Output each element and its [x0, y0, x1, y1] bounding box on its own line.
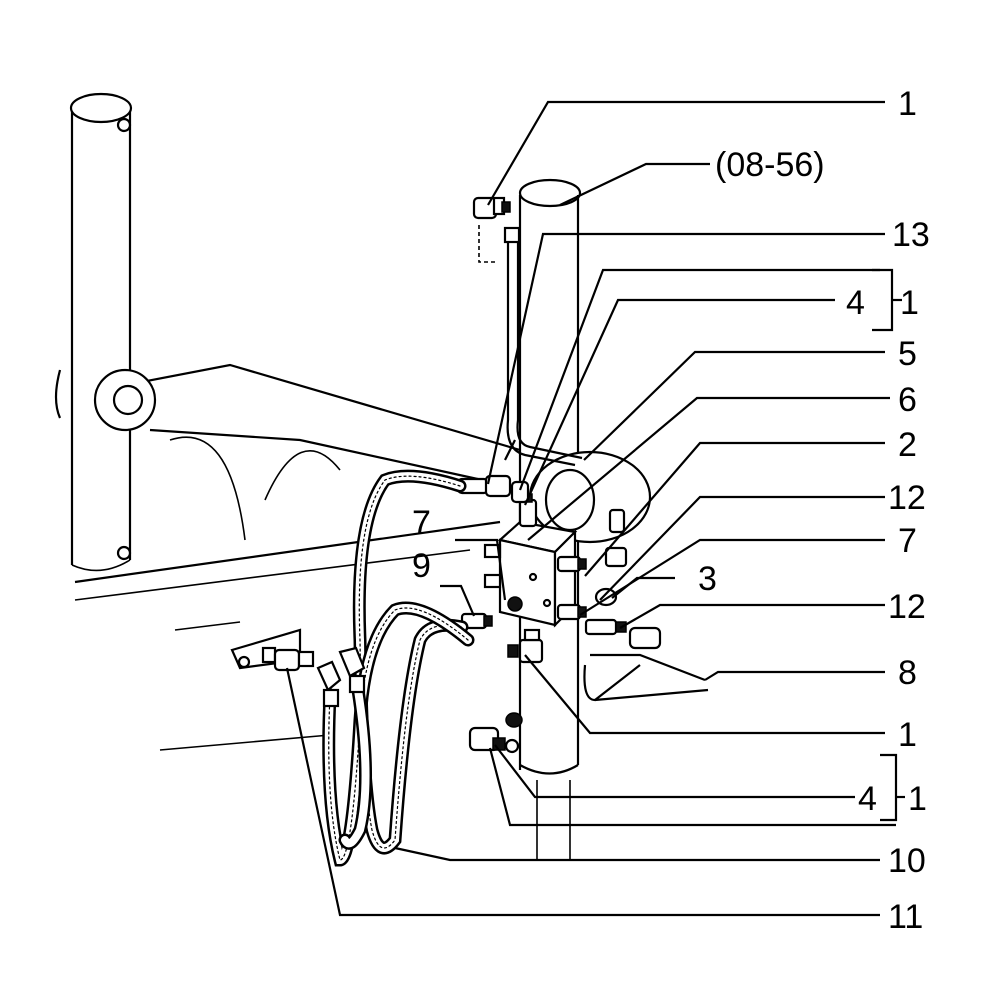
leader-lines — [285, 100, 905, 917]
callout-2: 2 — [898, 426, 917, 464]
callout-7-right: 7 — [898, 522, 917, 560]
callout-1-lower-group: 1 — [908, 780, 927, 818]
callout-6: 6 — [898, 381, 917, 419]
callout-08-56: (08-56) — [715, 146, 825, 184]
callout-1-middle: 1 — [898, 716, 917, 754]
elbow-fitting-top — [472, 196, 521, 263]
callout-labels: 1 (08-56) 13 4 1 5 6 2 12 7 3 12 8 1 4 1… — [412, 85, 930, 936]
callout-7-left: 7 — [412, 504, 431, 542]
callout-1-top: 1 — [898, 85, 917, 123]
callout-8: 8 — [898, 654, 917, 692]
rigid-pipes — [504, 235, 709, 702]
callout-9: 9 — [412, 547, 431, 585]
callout-1-upper-group: 1 — [900, 284, 919, 322]
valve-block — [456, 474, 662, 664]
callout-4-lower: 4 — [858, 780, 877, 818]
main-cylinder — [518, 178, 652, 860]
hydraulic-hoses — [322, 469, 475, 867]
callout-10: 10 — [888, 842, 926, 880]
callout-5: 5 — [898, 335, 917, 373]
callout-3: 3 — [698, 560, 717, 598]
frame-structure — [54, 92, 521, 751]
callout-13: 13 — [892, 216, 930, 254]
callout-12-upper: 12 — [888, 479, 926, 517]
callout-4-upper: 4 — [846, 284, 865, 322]
callout-11: 11 — [888, 898, 923, 936]
callout-12-lower: 12 — [888, 588, 926, 626]
quick-coupler-assembly — [230, 628, 366, 708]
